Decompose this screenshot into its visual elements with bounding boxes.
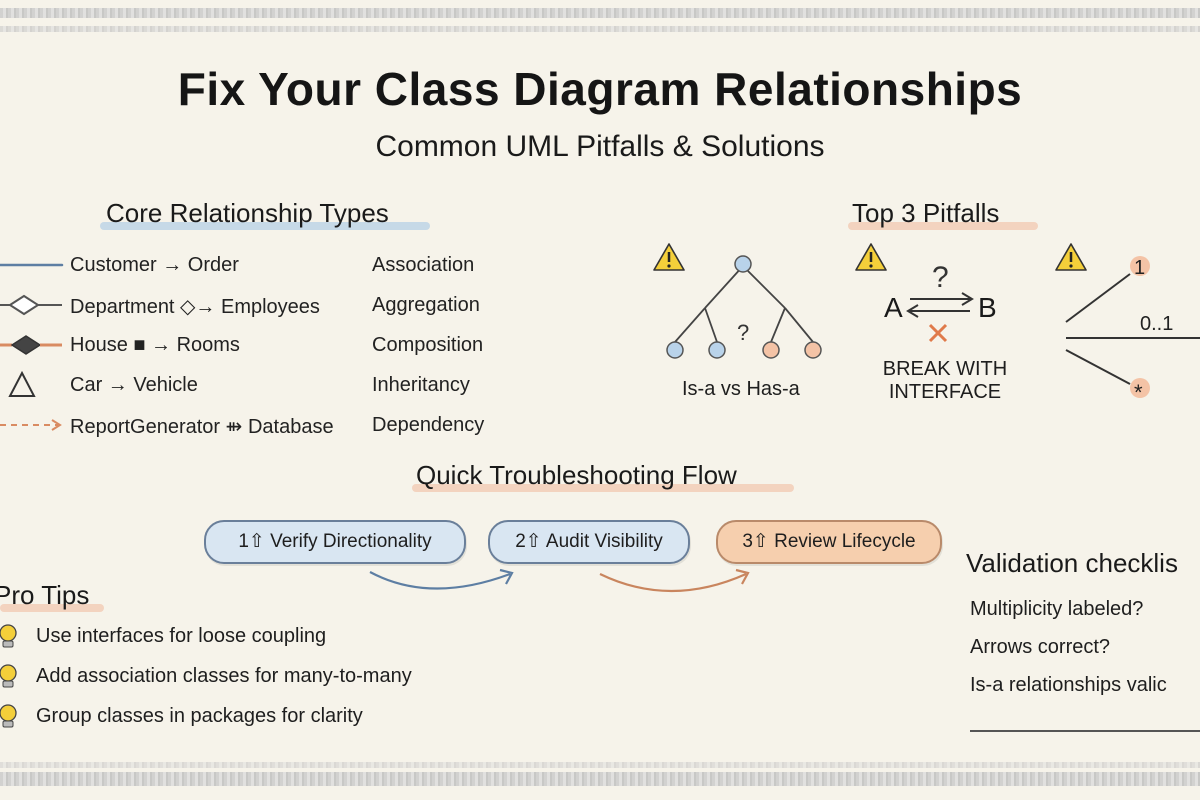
multiplicity-one-label: 1 (1134, 257, 1145, 279)
pitfall-2-caption-line: INTERFACE (888, 381, 1002, 403)
relationship-type: Dependency (372, 414, 485, 436)
pitfall-2-caption-line: BREAK WITH (882, 358, 1008, 380)
is-a-vs-has-a-tree: ? (666, 255, 822, 359)
flow-arrows (369, 568, 750, 592)
tip-text: Group classes in packages for clarity (36, 705, 363, 727)
relationship-row-association: Customer → Order Association (0, 248, 520, 282)
top-border-band (0, 8, 1200, 18)
flow-step-review-lifecycle[interactable]: 3⇧ Review Lifecycle (716, 520, 942, 564)
tree-question-mark: ? (737, 320, 749, 345)
lightbulb-icon (0, 704, 17, 728)
flow-step-verify-directionality[interactable]: 1⇧ Verify Directionality (204, 520, 466, 564)
relationship-row-inheritance: Car → Vehicle Inheritancy (0, 368, 520, 402)
lightbulb-icon (0, 664, 17, 688)
relationship-type: Composition (372, 334, 484, 356)
core-relationship-list: Customer → Order Association Department … (0, 248, 540, 448)
checklist-heading: Validation checklis (966, 548, 1178, 578)
core-heading-highlight (100, 222, 430, 230)
checklist-signature-line (970, 730, 1200, 732)
checklist-item: Multiplicity labeled? (970, 598, 1144, 620)
warning-icon (653, 243, 685, 271)
association-line-icon (0, 263, 64, 267)
class-a-label: A (884, 292, 903, 323)
tips-heading-highlight (0, 604, 104, 612)
relationship-type: Association (372, 254, 475, 276)
page-subtitle: Common UML Pitfalls & Solutions (375, 130, 825, 163)
bottom-border-line (0, 762, 1200, 768)
pitfall-1-caption: Is-a vs Has-a (682, 378, 800, 400)
lightbulb-icon (0, 624, 17, 648)
relationship-example: Customer → Order (70, 254, 239, 276)
pitfalls-heading: Top 3 Pitfalls (852, 198, 1000, 228)
relationship-row-aggregation: Department ◇→ Employees Aggregation (0, 288, 520, 322)
tips-heading: Pro Tips (0, 580, 90, 610)
multiplicity-zero-one-label: 0..1 (1140, 313, 1173, 335)
relationship-example: Car → Vehicle (70, 374, 198, 396)
warning-icon (1055, 243, 1087, 271)
relationship-example: House ■ → Rooms (70, 334, 240, 356)
flow-heading-highlight (412, 484, 794, 492)
page-title: Fix Your Class Diagram Relationships (177, 63, 1023, 115)
core-heading: Core Relationship Types (106, 198, 389, 228)
inheritance-triangle-icon (8, 370, 36, 397)
pitfall-2-caption: BREAK WITH INTERFACE (880, 358, 1010, 404)
checklist-item: Is-a relationships valic (970, 674, 1167, 696)
multiplicity-diagram: 1 0..1 * (1065, 256, 1200, 405)
tip-text: Use interfaces for loose coupling (36, 625, 327, 647)
pitfalls-heading-highlight (848, 222, 1038, 230)
relationship-type: Aggregation (372, 294, 480, 316)
relationship-row-composition: House ■ → Rooms Composition (0, 328, 520, 362)
dependency-dashed-arrow-icon (0, 419, 62, 431)
relationship-type: Inheritancy (372, 374, 470, 396)
aggregation-diamond-icon (0, 294, 62, 316)
bottom-border-band (0, 772, 1200, 786)
cycle-question-mark: ? (932, 261, 949, 294)
flow-heading: Quick Troubleshooting Flow (416, 460, 737, 490)
warning-icon (855, 243, 887, 271)
relationship-example: Department ◇→ Employees (70, 296, 320, 318)
top-border-line (0, 26, 1200, 32)
flow-step-audit-visibility[interactable]: 2⇧ Audit Visibility (488, 520, 690, 564)
class-b-label: B (978, 292, 997, 323)
tip-text: Add association classes for many-to-many (36, 665, 412, 687)
relationship-row-dependency: ReportGenerator ⇻ Database Dependency (0, 408, 520, 442)
circular-dependency-diagram: A B ? (884, 261, 997, 343)
pro-tips-list: Use interfaces for loose coupling Add as… (0, 622, 520, 742)
composition-diamond-icon (0, 335, 62, 355)
checklist-item: Arrows correct? (970, 636, 1111, 658)
relationship-example: ReportGenerator ⇻ Database (70, 416, 334, 438)
multiplicity-many-label: * (1134, 380, 1143, 405)
